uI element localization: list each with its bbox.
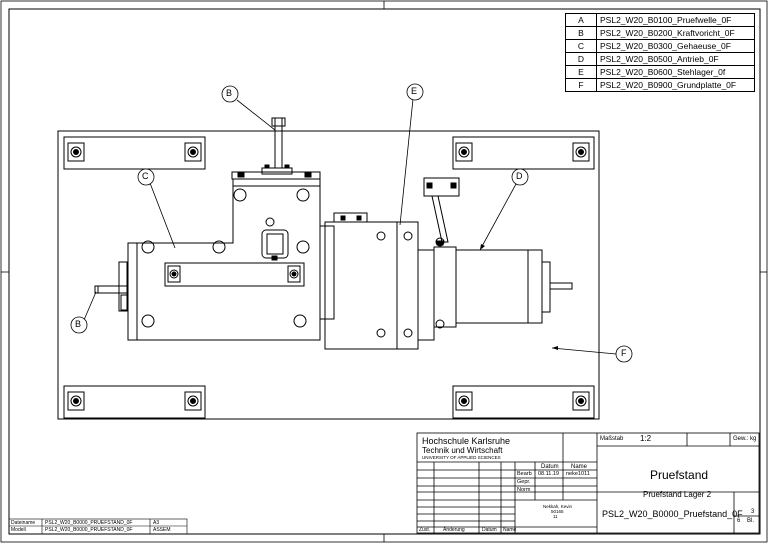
- rev-date-header: Datum: [482, 527, 497, 533]
- rev-name-header: Name: [503, 527, 517, 533]
- part-name: PSL2_W20_B0900_Grundplatte_0F: [596, 78, 755, 92]
- force-device-rod: [271, 117, 286, 169]
- part-name: PSL2_W20_B0300_Gehaeuse_0F: [596, 39, 755, 53]
- drawing-border: [8, 8, 761, 535]
- scale-label: Maßstab: [600, 436, 624, 442]
- school-english: UNIVERSITY OF APPLIED SCIENCES: [422, 455, 501, 460]
- part-name: PSL2_W20_B0500_Antrieb_0F: [596, 52, 755, 66]
- force-device-mount: [231, 164, 321, 180]
- scale-value: 1:2: [640, 434, 652, 443]
- row-gepr-label: Gepr.: [517, 479, 531, 485]
- part-key: D: [565, 52, 597, 66]
- base-plate: [57, 130, 600, 420]
- row-norm-label: Norm: [517, 487, 531, 493]
- callout-label: B: [75, 319, 82, 329]
- callout-label: B: [226, 88, 233, 98]
- part-key: F: [565, 78, 597, 92]
- col-name-header: Name: [571, 464, 588, 470]
- bearing-element: [261, 229, 289, 261]
- drawing-number: PSL2_W20_B0000_Pruefstand_0F: [602, 509, 743, 519]
- drawing-subtitle: Pruefstand Lager 2: [643, 490, 712, 499]
- corner-block-bottom-right: [452, 385, 595, 419]
- drawing-title: Pruefstand: [650, 468, 709, 482]
- corner-block-bottom-left: [63, 385, 206, 419]
- drive-motor: [417, 237, 573, 341]
- weight-label: Gew.: kg: [733, 436, 757, 442]
- sheet-label: Bl.: [747, 518, 755, 524]
- part-key: A: [565, 13, 597, 27]
- corner-block-top-left: [63, 136, 206, 170]
- type-value: ASSEM: [153, 527, 171, 533]
- col-date-header: Datum: [541, 464, 559, 470]
- part-name: PSL2_W20_B0200_Kraftvoricht_0F: [596, 26, 755, 40]
- leader-arrowheads: [480, 244, 558, 350]
- housing-slot: [164, 262, 305, 287]
- rev-zust-header: Zust.: [419, 527, 431, 533]
- part-key: E: [565, 65, 597, 79]
- modell-value: PSL2_W20_B0000_PRUEFSTAND_0F: [45, 527, 133, 533]
- dateiname-value: PSL2_W20_B0000_PRUEFSTAND_0F: [45, 520, 133, 526]
- title-block-grid: [416, 432, 760, 534]
- file-info-grid: [8, 518, 188, 535]
- callout-label: C: [142, 171, 149, 181]
- leaders: [83, 98, 617, 355]
- callout-label: E: [411, 86, 418, 96]
- lever-bracket: [423, 177, 460, 243]
- housing: [127, 178, 321, 341]
- sheet-number: 3: [751, 509, 755, 515]
- callout-label: F: [621, 348, 627, 358]
- author-name: Nekkah, Kevin: [543, 504, 573, 509]
- school-name: Hochschule Karlsruhe: [422, 436, 511, 446]
- callout-circles: [70, 83, 633, 363]
- author-number: 11: [553, 514, 558, 519]
- test-shaft: [94, 261, 129, 312]
- modell-label: Modell: [11, 527, 26, 533]
- part-name: PSL2_W20_B0600_Stehlager_0f: [596, 65, 755, 79]
- bearb-name: neke1011: [566, 471, 590, 477]
- author-id: 50165: [551, 509, 564, 514]
- dateiname-label: Dateiname: [11, 520, 36, 526]
- part-key: B: [565, 26, 597, 40]
- corner-block-top-right: [452, 136, 595, 170]
- row-bearb-label: Bearb: [517, 471, 532, 477]
- school-subname: Technik und Wirtschaft: [422, 446, 503, 455]
- bearb-date: 08.11.19: [538, 471, 560, 477]
- pillow-block: [319, 212, 419, 350]
- part-name: PSL2_W20_B0100_Pruefwelle_0F: [596, 13, 755, 27]
- callout-label: D: [516, 171, 523, 181]
- format-value: A3: [153, 520, 160, 526]
- sheet-total: 6: [737, 518, 741, 524]
- rev-change-header: Änderung: [443, 527, 465, 533]
- part-key: C: [565, 39, 597, 53]
